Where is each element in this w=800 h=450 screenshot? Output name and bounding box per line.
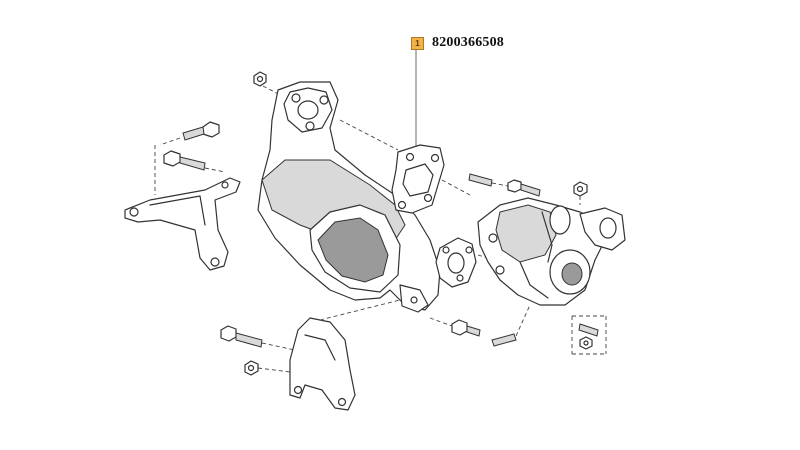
- bolt-upper-left: [159, 121, 220, 146]
- stud-upper: [468, 173, 509, 187]
- bolt-lower-left: [220, 325, 296, 351]
- callout-marker: 1: [411, 36, 424, 50]
- nut-top: [253, 71, 291, 101]
- nut-upper-right: [573, 181, 588, 205]
- mounting-bracket-left: [124, 177, 241, 271]
- bolt-mid-left: [154, 145, 226, 195]
- exhaust-gasket: [339, 119, 471, 214]
- bolt-lower-center: [429, 317, 481, 337]
- mounting-bracket-lower: [289, 299, 401, 411]
- turbo-gasket: [435, 237, 489, 288]
- stud-lower: [491, 304, 531, 347]
- turbocharger: [477, 197, 626, 306]
- bolt-upper-right: [507, 179, 541, 197]
- inset-detail: [571, 315, 607, 355]
- nut-lower-left: [244, 360, 291, 376]
- catalytic-converter: [257, 81, 441, 313]
- part-callout: 1 8200366508: [411, 35, 504, 51]
- part-number-label[interactable]: 8200366508: [432, 35, 504, 50]
